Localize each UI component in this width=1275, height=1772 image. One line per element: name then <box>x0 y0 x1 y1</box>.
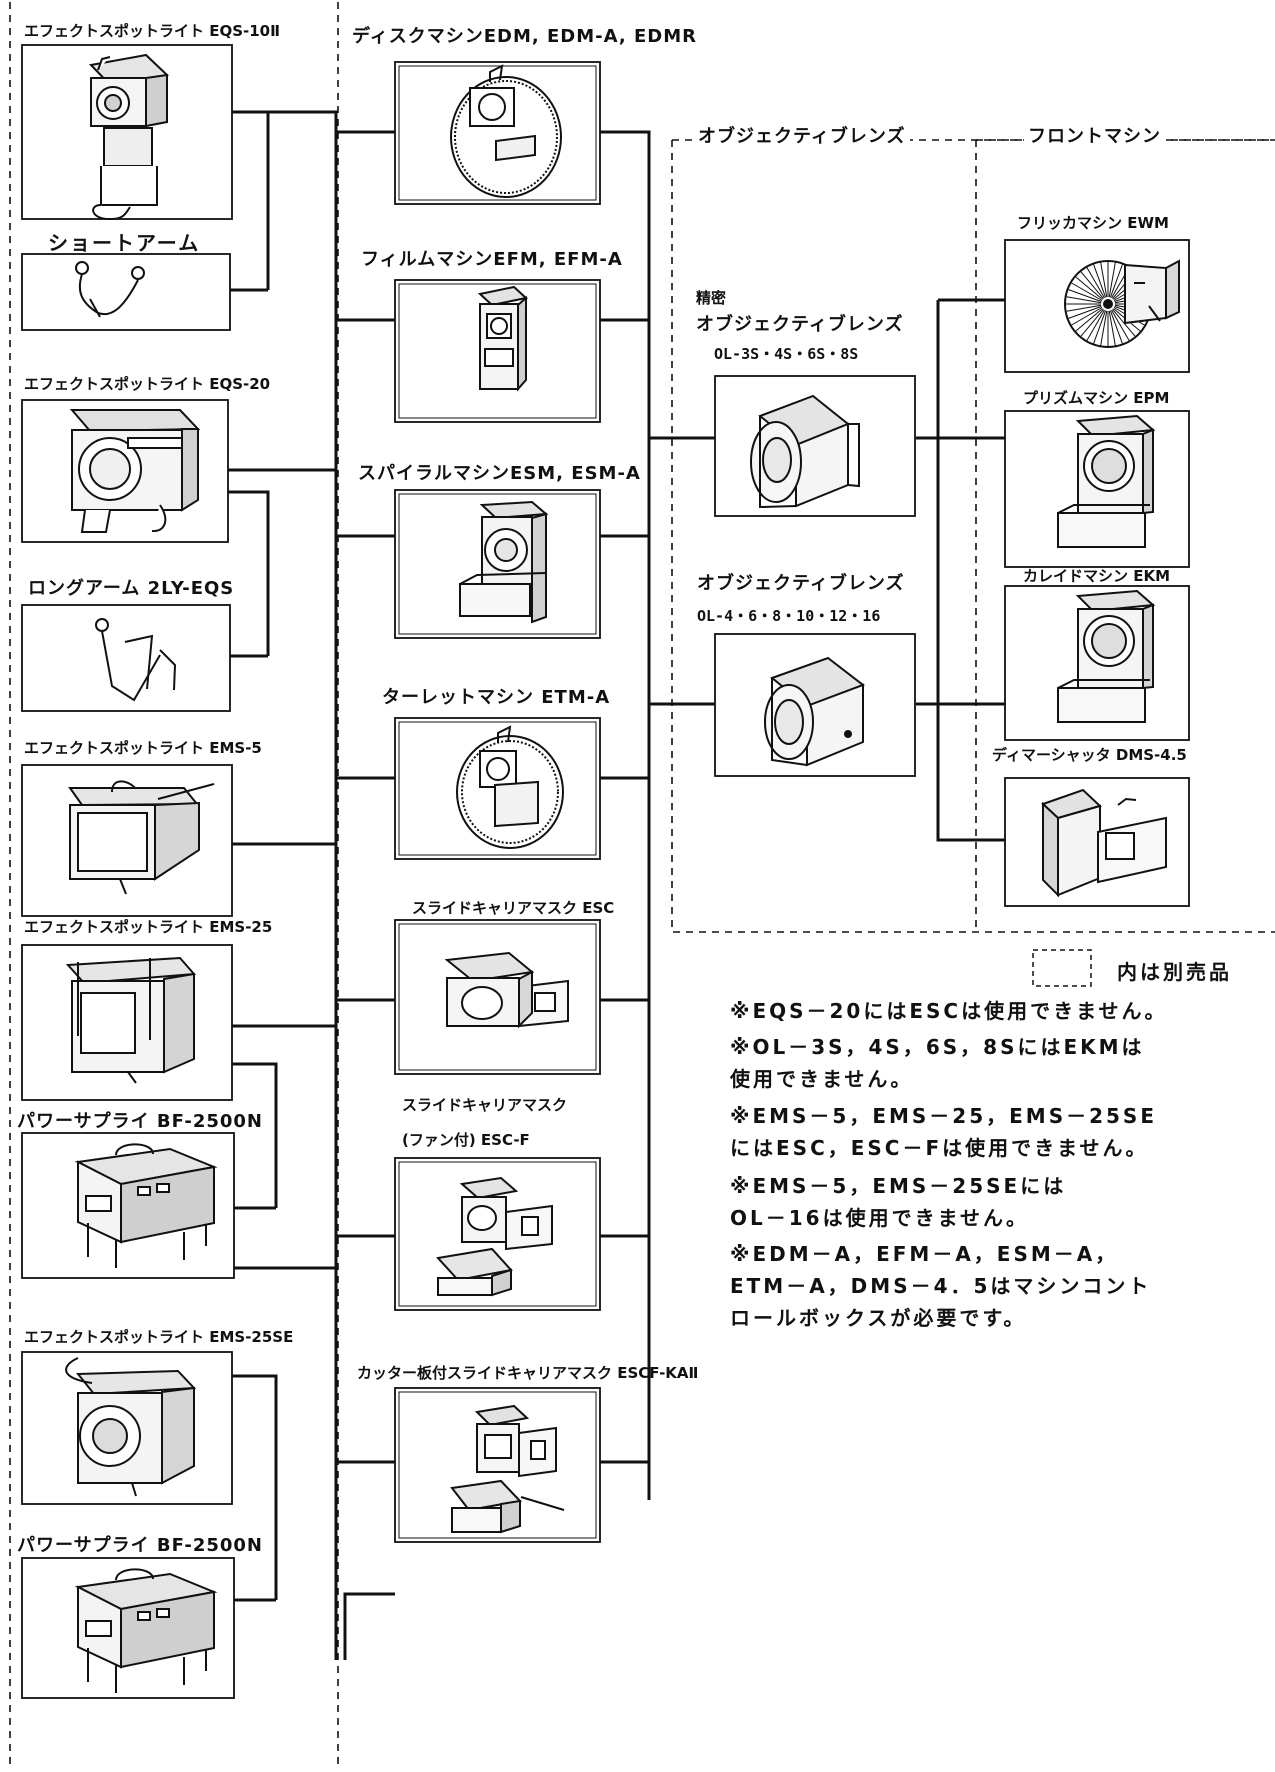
label-precision-3: OL-3S・4S・6S・8S <box>714 345 859 363</box>
flicker-spoke <box>1066 304 1102 312</box>
connection-lines <box>228 110 1005 1660</box>
flicker-spoke <box>1075 276 1103 300</box>
flicker-spoke <box>1111 309 1130 341</box>
label-disc: ディスクマシンEDM, EDM-A, EDMR <box>352 26 697 47</box>
illustration-prism <box>1057 414 1156 548</box>
illustration-ems25 <box>65 956 197 1084</box>
label-cutter: カッター板付スライドキャリアマスク ESCF-KAⅡ <box>357 1364 699 1382</box>
flicker-spoke <box>1080 309 1104 337</box>
label-power1: パワーサプライ BF-2500N <box>17 1111 264 1132</box>
label-spiral: スパイラルマシンESM, ESM-A <box>358 463 641 484</box>
illustration-kaleido <box>1057 589 1156 723</box>
note-1: ※EQS－20にはESCは使用できません。 <box>730 999 1168 1023</box>
disc-box <box>394 61 601 205</box>
label-slide-fan-2: (ファン付) ESC-F <box>402 1131 530 1149</box>
flicker-spoke <box>1108 310 1116 346</box>
flicker-spoke <box>1109 310 1123 344</box>
flicker-spoke <box>1093 264 1107 298</box>
flicker-spoke <box>1086 309 1105 341</box>
label-eqs10: エフェクトスポットライト EQS-10Ⅱ <box>24 22 281 40</box>
illustration-power1 <box>74 1143 218 1268</box>
illustration-power2 <box>74 1568 218 1693</box>
flicker-spoke <box>1100 310 1108 346</box>
short-arm-box <box>21 253 231 331</box>
label-long-arm: ロングアーム 2LY-EQS <box>28 578 235 599</box>
illustration-lens <box>764 656 866 767</box>
illustration-short-arm <box>75 261 145 318</box>
illustration-spiral <box>459 500 549 624</box>
label-front-machine-group: フロントマシン <box>1024 128 1165 146</box>
label-precision-1: 精密 <box>696 289 727 307</box>
legend-box <box>1032 949 1092 987</box>
label-film: フィルムマシンEFM, EFM-A <box>361 249 623 270</box>
flicker-spoke <box>1075 308 1103 332</box>
objective-lens-group <box>671 139 1275 933</box>
flicker-spoke <box>1071 307 1103 326</box>
label-short-arm: ショートアーム <box>48 231 201 255</box>
flicker-spoke <box>1093 310 1107 344</box>
product-boxes <box>21 44 1190 1699</box>
illustration-disc <box>450 64 562 198</box>
flicker-spoke <box>1112 309 1136 337</box>
label-ems25se: エフェクトスポットライト EMS-25SE <box>24 1328 294 1346</box>
flicker-spoke <box>1109 264 1123 298</box>
label-power2: パワーサプライ BF-2500N <box>17 1535 264 1556</box>
flicker-spoke <box>1080 271 1104 299</box>
label-slide: スライドキャリアマスク ESC <box>412 899 615 917</box>
illustration-dimmer <box>1041 788 1167 898</box>
flicker-spoke <box>1066 296 1102 304</box>
label-lens-1: オブジェクティブレンズ <box>697 573 905 594</box>
label-ems25: エフェクトスポットライト EMS-25 <box>24 918 273 936</box>
label-precision-2: オブジェクティブレンズ <box>696 314 904 335</box>
illustration-flicker <box>1064 259 1180 348</box>
illustration-precision-lens <box>750 394 860 509</box>
note-2: ※OL－3S，4S，6S，8SにはEKMは 使用できません。 <box>730 1035 1145 1091</box>
illustration-slide <box>444 951 569 1029</box>
illustration-film <box>477 285 529 392</box>
illustration-ems25se <box>65 1357 197 1497</box>
illustration-slide-fan <box>436 1176 553 1297</box>
label-lens-2: OL-4・6・8・10・12・16 <box>697 607 881 625</box>
label-kaleido: カレイドマシン EKM <box>1023 567 1171 585</box>
flicker-spoke <box>1108 262 1116 298</box>
label-prism: プリズムマシン EPM <box>1023 389 1170 407</box>
label-eqs20: エフェクトスポットライト EQS-20 <box>24 375 271 393</box>
illustration-eqs20 <box>69 409 201 533</box>
flicker-spoke <box>1100 262 1108 298</box>
label-slide-fan-1: スライドキャリアマスク <box>402 1096 568 1114</box>
legend-text: 内は別売品 <box>1117 960 1232 984</box>
flicker-spoke <box>1068 305 1102 319</box>
label-objective-lens-group: オブジェクティブレンズ <box>694 128 910 146</box>
sold-separately-left-group <box>9 2 339 1768</box>
label-dimmer: ディマーシャッタ DMS-4.5 <box>992 746 1187 764</box>
label-turret: ターレットマシン ETM-A <box>382 687 611 708</box>
flicker-spoke <box>1071 282 1103 301</box>
label-ems5: エフェクトスポットライト EMS-5 <box>24 739 262 757</box>
flicker-spoke <box>1068 289 1102 303</box>
illustration-ems5 <box>68 780 215 895</box>
flicker-spoke <box>1086 267 1105 299</box>
illustration-long-arm <box>95 618 177 702</box>
long-arm-box <box>21 604 231 712</box>
inner-box-borders <box>398 65 597 1539</box>
illustration-eqs10 <box>88 53 170 221</box>
illustration-cutter <box>450 1404 565 1534</box>
label-flicker: フリッカマシン EWM <box>1017 214 1169 232</box>
illustration-turret <box>456 725 564 849</box>
note-5: ※EDM－A，EFM－A，ESM－A， ETM－A，DMS－4．5はマシンコント… <box>730 1242 1152 1330</box>
note-4: ※EMS－5，EMS－25SEには OL－16は使用できません。 <box>730 1174 1067 1230</box>
note-3: ※EMS－5，EMS－25，EMS－25SE にはESC，ESC－Fは使用できま… <box>730 1104 1157 1160</box>
